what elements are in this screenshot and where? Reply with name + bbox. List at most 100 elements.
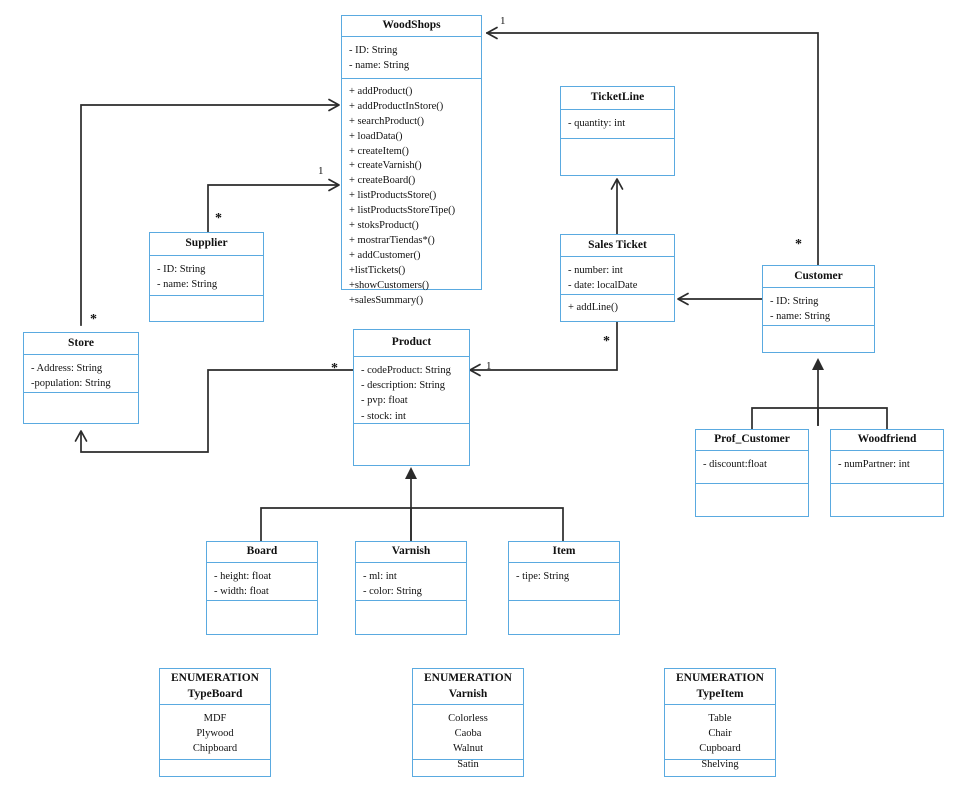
- class-operations-ticketline: [561, 139, 674, 175]
- class-title-prof-customer: Prof_Customer: [696, 430, 808, 451]
- enumeration-stereotype: ENUMERATION: [424, 671, 512, 684]
- attribute-row: - date: localDate: [568, 280, 638, 292]
- attribute-row: - codeProduct: String: [361, 365, 451, 376]
- attribute-row: - pvp: float: [361, 395, 408, 407]
- enumeration-values-type-item: Table Chair Cupboard Shelving: [665, 705, 775, 770]
- class-varnish[interactable]: Varnish - ml: int - color: String: [355, 541, 467, 635]
- class-name-woodshops: WoodShops: [382, 19, 441, 31]
- class-operations-sales-ticket: + addLine(): [561, 295, 674, 321]
- class-prof-customer[interactable]: Prof_Customer - discount:float: [695, 429, 809, 517]
- operation-row: + addProductInStore(): [349, 100, 444, 112]
- enumeration-type-item[interactable]: ENUMERATION TypeItem Table Chair Cupboar…: [664, 668, 776, 777]
- enumeration-name-type-board: TypeBoard: [187, 687, 243, 700]
- attribute-row: - discount:float: [703, 459, 767, 470]
- link-salesticket-product: [470, 321, 618, 371]
- attribute-row: - numPartner: int: [838, 459, 910, 470]
- attribute-row: - Address: String: [31, 363, 103, 374]
- operation-row: + stoksProduct(): [349, 220, 419, 232]
- class-name-ticketline: TicketLine: [590, 91, 645, 104]
- enumeration-value: Colorless: [448, 713, 488, 724]
- operation-row: + searchProduct(): [349, 115, 425, 127]
- enumeration-value: Table: [708, 713, 732, 724]
- class-attributes-store: - Address: String -population: String: [24, 355, 138, 393]
- multiplicity-product-store-end: *: [331, 361, 338, 376]
- class-name-board: Board: [246, 545, 278, 558]
- class-name-item: Item: [552, 545, 576, 558]
- class-title-woodfriend: Woodfriend: [831, 430, 943, 451]
- enumeration-name-varnish: Varnish: [448, 687, 488, 700]
- class-board[interactable]: Board - height: float - width: float: [206, 541, 318, 635]
- enumeration-value: Satin: [457, 758, 479, 770]
- enumeration-value: MDF: [203, 713, 227, 724]
- class-attributes-ticketline: - quantity: int: [561, 110, 674, 139]
- class-customer[interactable]: Customer - ID: String - name: String: [762, 265, 875, 353]
- class-operations-woodshops: + addProduct() + addProductInStore() + s…: [342, 79, 481, 314]
- attribute-row: - color: String: [363, 586, 422, 598]
- class-item[interactable]: Item - tipe: String: [508, 541, 620, 635]
- enumeration-value: Cupboard: [699, 743, 741, 755]
- operation-row: + listProductsStore(): [349, 190, 437, 202]
- attribute-row: - number: int: [568, 265, 623, 276]
- enumeration-footer-type-item: [665, 760, 775, 776]
- attribute-row: - description: String: [361, 380, 445, 392]
- enumeration-value: Shelving: [701, 758, 739, 770]
- enumeration-stereotype: ENUMERATION: [171, 671, 259, 684]
- enumeration-values-varnish: Colorless Caoba Walnut Satin: [413, 705, 523, 770]
- attribute-row: - name: String: [349, 59, 410, 71]
- enumeration-title-type-board: ENUMERATION TypeBoard: [160, 669, 270, 705]
- enumeration-varnish[interactable]: ENUMERATION Varnish Colorless Caoba Waln…: [412, 668, 524, 777]
- multiplicity-store-end: *: [90, 312, 97, 327]
- class-title-store: Store: [24, 333, 138, 355]
- class-attributes-board: - height: float - width: float: [207, 563, 317, 601]
- class-title-varnish: Varnish: [356, 542, 466, 563]
- class-title-ticketline: TicketLine: [561, 87, 674, 110]
- enumeration-value: Caoba: [454, 728, 482, 740]
- multiplicity-woodshops-supplier: 1: [318, 165, 324, 177]
- multiplicity-woodshops-customer: 1: [500, 15, 506, 27]
- class-operations-product: [354, 424, 469, 465]
- enumeration-footer-varnish: [413, 760, 523, 776]
- class-attributes-sales-ticket: - number: int - date: localDate: [561, 257, 674, 295]
- generalization-arrowhead-customer: [812, 358, 824, 370]
- class-operations-varnish: [356, 601, 466, 634]
- class-ticketline[interactable]: TicketLine - quantity: int: [560, 86, 675, 176]
- enumeration-footer-type-board: [160, 760, 270, 776]
- class-title-supplier: Supplier: [150, 233, 263, 256]
- class-store[interactable]: Store - Address: String -population: Str…: [23, 332, 139, 424]
- class-name-varnish: Varnish: [391, 545, 431, 558]
- enumeration-type-board[interactable]: ENUMERATION TypeBoard MDF Plywood Chipbo…: [159, 668, 271, 777]
- class-name-store: Store: [68, 336, 94, 349]
- class-name-customer: Customer: [794, 269, 843, 282]
- attribute-row: - tipe: String: [516, 571, 570, 582]
- class-title-woodshops: WoodShops: [342, 16, 481, 37]
- class-product[interactable]: Product - codeProduct: String - descript…: [353, 329, 470, 466]
- class-name-supplier: Supplier: [185, 237, 228, 250]
- operation-row: + createVarnish(): [349, 160, 422, 172]
- class-supplier[interactable]: Supplier - ID: String - name: String: [149, 232, 264, 322]
- operation-row: + addProduct(): [349, 85, 413, 97]
- operation-row: + addLine(): [568, 302, 618, 313]
- class-operations-item: [509, 601, 619, 634]
- multiplicity-salesticket-end: *: [603, 334, 610, 349]
- multiplicity-product-ticket: 1: [486, 360, 492, 372]
- class-operations-board: [207, 601, 317, 634]
- enumeration-stereotype: ENUMERATION: [676, 671, 764, 684]
- operation-row: +salesSummary(): [349, 294, 424, 306]
- multiplicity-customer-end: *: [795, 237, 802, 252]
- operation-row: +showCustomers(): [349, 279, 430, 291]
- class-attributes-supplier: - ID: String - name: String: [150, 256, 263, 296]
- class-attributes-woodfriend: - numPartner: int: [831, 451, 943, 484]
- enumeration-title-type-item: ENUMERATION TypeItem: [665, 669, 775, 705]
- class-woodshops[interactable]: WoodShops - ID: String - name: String + …: [341, 15, 482, 306]
- enumeration-name-type-item: TypeItem: [696, 687, 744, 700]
- gen-board: [260, 507, 412, 542]
- class-attributes-item: - tipe: String: [509, 563, 619, 601]
- class-woodfriend[interactable]: Woodfriend - numPartner: int: [830, 429, 944, 517]
- class-title-board: Board: [207, 542, 317, 563]
- multiplicity-supplier-end: *: [215, 211, 222, 226]
- operation-row: + addCustomer(): [349, 249, 421, 261]
- operation-row: + listProductsStoreTipe(): [349, 205, 456, 217]
- class-sales-ticket[interactable]: Sales Ticket - number: int - date: local…: [560, 234, 675, 322]
- enumeration-value: Plywood: [196, 728, 234, 740]
